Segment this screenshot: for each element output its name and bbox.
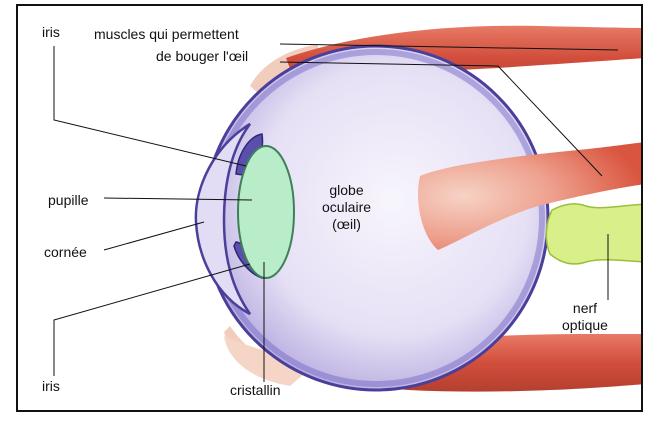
label-nerf-optique: nerf optique: [562, 300, 608, 334]
diagram-frame: iris muscles qui permettent de bouger l'…: [16, 4, 643, 412]
label-cornee: cornée: [44, 244, 87, 261]
label-iris-bottom: iris: [42, 378, 60, 395]
optic-nerve: [546, 204, 643, 264]
label-muscles-line2: de bouger l'œil: [156, 48, 248, 65]
label-pupille: pupille: [48, 192, 88, 209]
label-cristallin: cristallin: [230, 382, 281, 399]
label-muscles-line1: muscles qui permettent: [94, 26, 239, 43]
leader-cornee: [104, 222, 204, 250]
label-iris-top: iris: [42, 24, 60, 41]
crystalline-lens: [238, 146, 294, 278]
label-globe-oculaire: globe oculaire (œil): [322, 182, 371, 233]
